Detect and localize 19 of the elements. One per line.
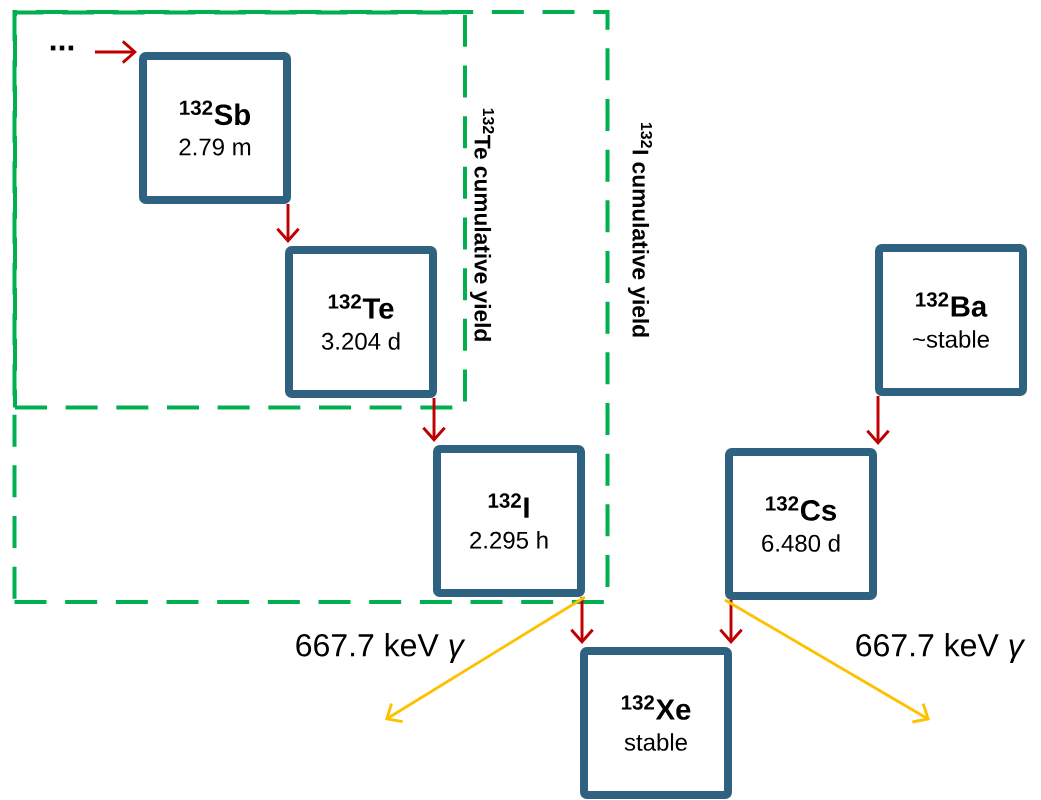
arrow [719,600,743,644]
edge-label: 667.7 keV γ [296,633,466,663]
nuclide-box: $^{132}$Ba ~stable [875,244,1027,396]
region-heading: $^{132}$I cumulative yield [627,122,653,337]
nuclide-box: $^{132}$I 2.295 h [433,445,585,597]
arrow [276,204,300,243]
nuclide-box: $^{132}$Te 3.204 d [285,246,437,398]
arrow [385,595,586,724]
region-heading: $^{132}$Te cumulative yield [469,108,495,341]
nuclide-box: $^{132}$Xe stable [580,647,732,799]
arrow [866,396,890,445]
nuclide-box: $^{132}$Sb 2.79 m [139,52,291,204]
arrow [422,398,446,442]
edge-label: 667.7 keV γ [856,633,1026,663]
arrow [570,597,594,644]
arrow [724,598,930,724]
ellipsis-text: ... [50,45,74,51]
nuclide-box: $^{132}$Cs 6.480 d [725,448,877,600]
arrow [94,40,137,64]
